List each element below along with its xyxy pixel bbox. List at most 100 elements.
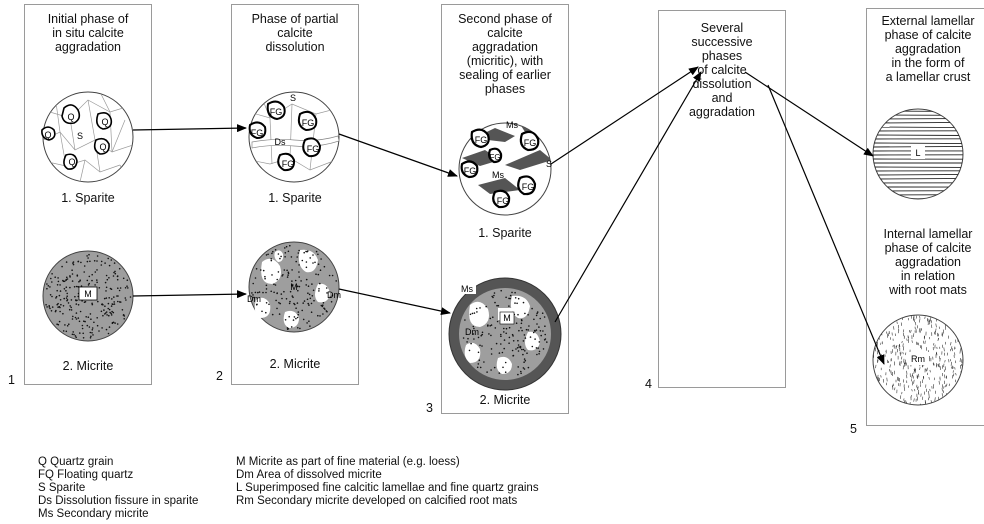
micrite-dot — [270, 259, 273, 262]
micrite-dot — [330, 301, 333, 303]
micrite-dot — [88, 253, 90, 256]
micrite-dot — [331, 274, 334, 277]
micrite-dot — [298, 264, 300, 266]
micrite-dot — [97, 300, 99, 303]
micrite-dot — [495, 342, 498, 345]
micrite-dot — [538, 341, 541, 343]
micrite-dot — [75, 299, 77, 302]
micrite-dot — [113, 271, 115, 274]
micrite-dot — [111, 321, 114, 324]
root-mat-stroke — [912, 373, 914, 377]
micrite-dot — [112, 311, 115, 314]
root-mat-stroke — [913, 333, 915, 337]
root-mat-stroke — [946, 383, 948, 387]
root-mat-stroke — [944, 324, 946, 328]
micrite-dot — [94, 284, 96, 286]
root-mat-stroke — [889, 364, 891, 368]
micrite-dot — [489, 325, 492, 327]
micrite-dot — [96, 324, 99, 327]
micrite-dot — [103, 297, 106, 300]
micrite-dot — [287, 274, 289, 276]
micrite-dot — [476, 311, 478, 313]
label-l: L — [915, 148, 920, 158]
label-fg: FG — [302, 118, 315, 128]
micrite-dot — [283, 269, 286, 271]
micrite-dot — [271, 313, 274, 316]
micrite-dot — [477, 351, 480, 354]
micrite-dot — [503, 327, 505, 330]
micrite-dot — [326, 292, 328, 294]
micrite-dot — [289, 300, 291, 303]
micrite-dot — [297, 327, 299, 329]
micrite-dot — [308, 320, 310, 323]
label-ms: Ms — [492, 170, 504, 180]
micrite-dot — [519, 345, 522, 348]
micrite-dot — [305, 278, 308, 281]
micrite-dot — [293, 302, 295, 305]
root-mat-stroke — [918, 392, 920, 395]
micrite-dot — [271, 252, 273, 255]
micrite-dot — [56, 323, 58, 326]
micrite-dot — [522, 340, 525, 342]
root-mat-stroke — [888, 368, 891, 372]
micrite-dot — [505, 327, 508, 330]
root-mat-stroke — [886, 382, 888, 386]
root-mat-stroke — [901, 341, 903, 344]
label-fg: FG — [270, 107, 283, 117]
micrite-dot — [66, 278, 69, 280]
micrite-dot — [294, 279, 297, 282]
micrite-dot — [276, 278, 279, 281]
micrite-dot — [275, 299, 277, 302]
micrite-dot — [472, 325, 475, 328]
root-mat-stroke — [912, 375, 914, 379]
micrite-dot — [284, 252, 287, 254]
root-mat-stroke — [898, 377, 900, 382]
micrite-dot — [490, 324, 493, 326]
micrite-dot — [543, 316, 546, 318]
root-mat-stroke — [896, 345, 898, 348]
micrite-dot — [300, 280, 302, 282]
root-mat-stroke — [953, 397, 955, 401]
micrite-dot — [322, 302, 325, 304]
micrite-dot — [279, 302, 282, 305]
micrite-dot — [308, 293, 311, 296]
arrow-1-to-2-micrite — [132, 290, 247, 299]
micrite-dot — [493, 366, 496, 369]
micrite-dot — [103, 309, 105, 311]
micrite-dot — [544, 325, 546, 328]
micrite-dot — [124, 287, 127, 289]
root-mat-stroke — [877, 322, 879, 327]
lamella-line — [873, 126, 963, 129]
micrite-dot — [504, 361, 507, 364]
micrite-dot — [326, 310, 328, 313]
micrite-dot — [110, 305, 113, 307]
root-mat-stroke — [873, 404, 875, 405]
micrite-dot — [50, 310, 53, 312]
micrite-dot — [78, 320, 81, 323]
micrite-dot — [68, 308, 71, 311]
root-mat-stroke — [935, 323, 937, 328]
micrite-dot — [318, 288, 320, 290]
micrite-dot — [486, 371, 488, 373]
micrite-dot — [73, 333, 75, 336]
micrite-dot — [262, 269, 265, 272]
label-q: Q — [101, 117, 108, 127]
root-mat-stroke — [905, 352, 907, 356]
micrite-dot — [82, 337, 85, 339]
micrite-dot — [58, 320, 61, 323]
micrite-dot — [108, 277, 110, 279]
arrow-2-to-3-micrite — [338, 288, 451, 316]
root-mat-stroke — [944, 360, 946, 363]
micrite-dot — [508, 305, 510, 307]
micrite-dot — [57, 306, 59, 309]
micrite-dot — [83, 265, 86, 267]
micrite-dot — [319, 315, 321, 317]
root-mat-stroke — [912, 318, 915, 321]
micrite-dot — [74, 335, 77, 337]
micrite-dot — [315, 273, 317, 276]
micrite-dot — [108, 326, 111, 328]
micrite-dot — [301, 309, 304, 312]
arrow-1-to-2-sparite — [132, 124, 247, 133]
micrite-dot — [116, 278, 119, 281]
micrite-dot — [265, 254, 268, 256]
